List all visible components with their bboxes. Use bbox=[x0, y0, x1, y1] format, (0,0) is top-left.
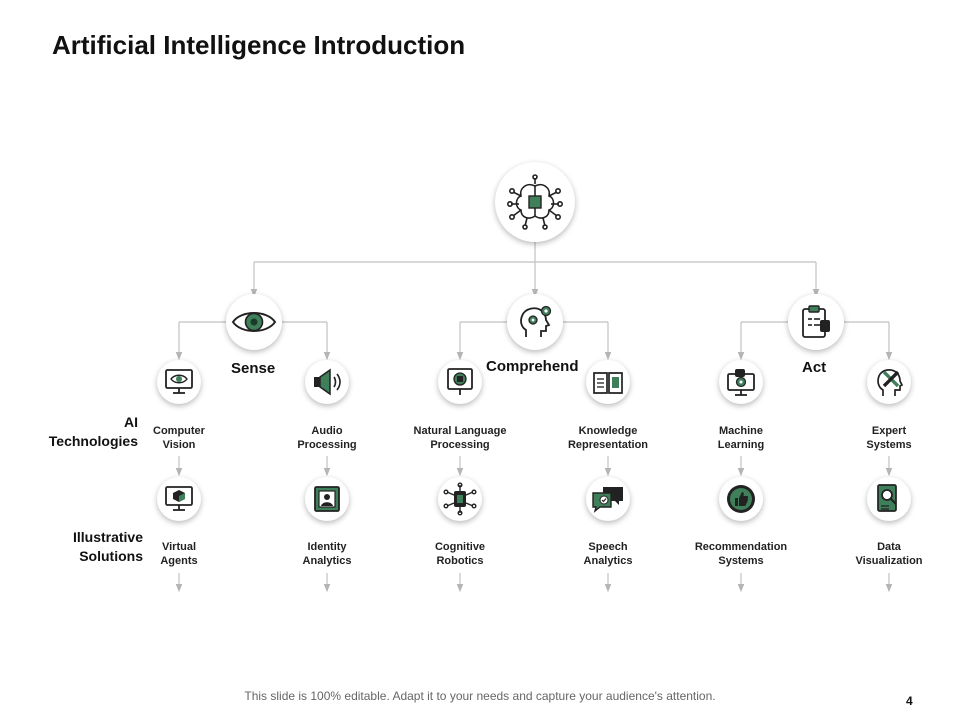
head-gears-icon bbox=[520, 305, 552, 337]
label-line: Virtual bbox=[161, 541, 197, 553]
tech-label-computer-vision: Computer Vision bbox=[114, 424, 244, 452]
label-line: Learning bbox=[717, 439, 765, 451]
category-node-sense bbox=[226, 294, 282, 350]
label-line: Audio bbox=[311, 425, 343, 437]
monitor-cube-icon bbox=[165, 486, 193, 511]
label-line: Machine bbox=[718, 425, 763, 437]
category-label-comprehend: Comprehend bbox=[486, 358, 579, 375]
label-line: Visualization bbox=[855, 555, 923, 567]
solution-node-virtual-agents bbox=[157, 477, 201, 521]
page-number: 4 bbox=[906, 694, 913, 708]
thumbs-up-badge-icon bbox=[727, 485, 755, 513]
robot-monitor-icon bbox=[727, 369, 755, 396]
row-label-technologies: AI Technologies bbox=[49, 413, 138, 451]
circuit-chip-icon bbox=[443, 482, 477, 516]
solution-label-data-visualization: Data Visualization bbox=[824, 540, 954, 568]
label-line: Vision bbox=[162, 439, 196, 451]
tech-label-expert-systems: Expert Systems bbox=[824, 424, 954, 452]
label-line: Computer bbox=[153, 425, 205, 437]
label-line: Analytics bbox=[302, 555, 352, 567]
tech-label-audio-processing: Audio Processing bbox=[262, 424, 392, 452]
category-label-act: Act bbox=[802, 359, 827, 376]
root-node bbox=[495, 162, 575, 242]
tech-label-machine-learning: Machine Learning bbox=[676, 424, 806, 452]
solution-node-recommendation-systems bbox=[719, 477, 763, 521]
solution-label-virtual-agents: Virtual Agents bbox=[114, 540, 244, 568]
solution-label-speech-analytics: Speech Analytics bbox=[543, 540, 673, 568]
label-line: Expert bbox=[871, 425, 907, 437]
eye-icon bbox=[231, 312, 277, 332]
row-label-line: Solutions bbox=[79, 548, 143, 564]
label-line: Speech bbox=[588, 541, 628, 553]
row-label-solutions: Illustrative Solutions bbox=[73, 528, 143, 566]
tech-node-expert-systems bbox=[867, 360, 911, 404]
id-screen-icon bbox=[314, 486, 340, 512]
solution-node-cognitive-robotics bbox=[438, 477, 482, 521]
chip-screen-icon bbox=[447, 368, 473, 395]
tech-node-audio-processing bbox=[305, 360, 349, 404]
label-line: Natural Language bbox=[413, 425, 507, 437]
tech-node-knowledge-representation bbox=[586, 360, 630, 404]
solution-node-data-visualization bbox=[867, 477, 911, 521]
footer-note: This slide is 100% editable. Adapt it to… bbox=[244, 689, 716, 703]
label-line: Systems bbox=[866, 439, 912, 451]
row-label-line: Illustrative bbox=[72, 529, 143, 545]
solution-label-recommendation-systems: Recommendation Systems bbox=[676, 540, 806, 568]
category-node-act bbox=[788, 294, 844, 350]
label-line: Cognitive bbox=[434, 541, 486, 553]
report-magnifier-icon bbox=[877, 484, 897, 512]
label-line: Systems bbox=[718, 555, 764, 567]
speaker-icon bbox=[314, 368, 341, 396]
row-label-line: Technologies bbox=[48, 433, 138, 449]
label-line: Agents bbox=[160, 555, 198, 567]
chat-bubbles-icon bbox=[592, 487, 623, 513]
monitor-eye-icon bbox=[165, 369, 193, 394]
tech-label-knowledge-representation: Knowledge Representation bbox=[543, 424, 673, 452]
label-line: Representation bbox=[567, 439, 649, 451]
solution-label-cognitive-robotics: Cognitive Robotics bbox=[395, 540, 525, 568]
clipboard-icon bbox=[802, 305, 830, 338]
tech-node-machine-learning bbox=[719, 360, 763, 404]
label-line: Knowledge bbox=[578, 425, 638, 437]
label-line: Analytics bbox=[583, 555, 633, 567]
label-line: Identity bbox=[307, 541, 347, 553]
tech-label-natural-language-processing: Natural Language Processing bbox=[395, 424, 525, 452]
label-line: Robotics bbox=[436, 555, 484, 567]
tech-node-natural-language-processing bbox=[438, 360, 482, 404]
category-label-sense: Sense bbox=[231, 360, 276, 377]
solution-node-speech-analytics bbox=[586, 477, 630, 521]
row-label-line: AI bbox=[124, 414, 138, 430]
label-line: Recommendation bbox=[694, 541, 788, 553]
label-line: Processing bbox=[297, 439, 357, 451]
tech-node-computer-vision bbox=[157, 360, 201, 404]
label-line: Data bbox=[877, 541, 901, 553]
book-icon bbox=[593, 372, 623, 394]
head-tools-icon bbox=[877, 369, 904, 396]
brain-chip-icon bbox=[507, 174, 563, 230]
category-node-comprehend bbox=[507, 294, 563, 350]
slide-title: Artificial Intelligence Introduction bbox=[52, 30, 466, 60]
solution-node-identity-analytics bbox=[305, 477, 349, 521]
solution-label-identity-analytics: Identity Analytics bbox=[262, 540, 392, 568]
label-line: Processing bbox=[430, 439, 490, 451]
